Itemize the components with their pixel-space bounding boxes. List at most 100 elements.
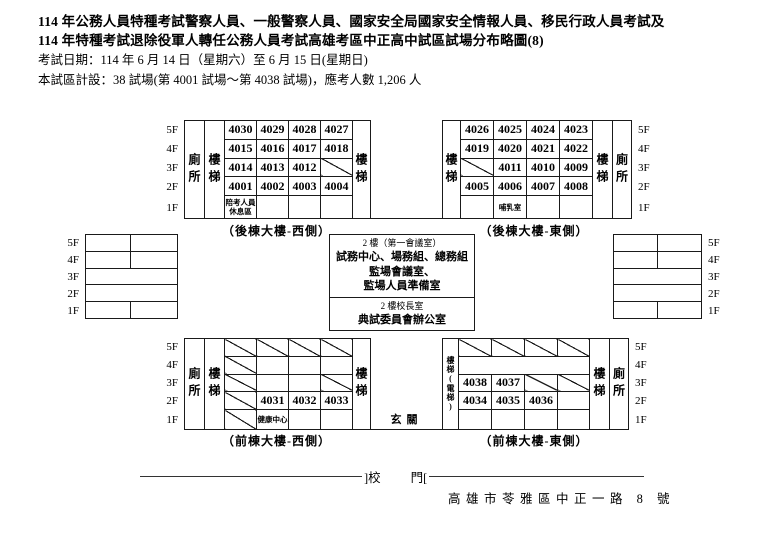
floor-label: 3F: [638, 161, 650, 174]
empty-cell: [657, 250, 702, 269]
exam-room-cell: 4029: [256, 120, 289, 140]
floor-label: 2F: [638, 180, 650, 193]
gate-label-right: 門[: [410, 471, 428, 485]
floor-label: 1F: [67, 304, 79, 317]
no-room-cell: [320, 157, 353, 178]
stair-elevator-cell: 樓梯(電梯): [442, 338, 459, 430]
exam-room-cell: 4007: [526, 176, 560, 197]
exam-room-cell: 4006: [493, 176, 527, 197]
stair-cell: 樓梯: [204, 338, 225, 430]
exam-room-cell: 4030: [224, 120, 257, 140]
floor-label: 5F: [67, 236, 79, 249]
principal-office-header: 2 樓校長室: [380, 300, 424, 311]
no-room-cell: [491, 338, 525, 357]
no-room-cell: [320, 338, 353, 357]
floor-label: 5F: [638, 123, 650, 136]
exam-room-cell: 4008: [559, 176, 593, 197]
stair-cell: 樓梯: [592, 120, 613, 219]
empty-cell: [613, 301, 658, 319]
floor-label: 2F: [67, 287, 79, 300]
rear-west-building: 廁所 樓梯 4030 4029 4028 4027 樓梯 4015 4016 4…: [184, 120, 371, 219]
empty-cell: [657, 301, 702, 319]
front-west-building: 廁所 樓梯 樓梯 4031: [184, 338, 371, 430]
exam-room-cell: 4027: [320, 120, 353, 140]
no-room-cell: [320, 373, 353, 393]
exam-room-cell: 4033: [320, 391, 353, 411]
exam-room-cell: 4015: [224, 138, 257, 159]
front-building-structure: 5F 4F 3F 2F 1F 廁所 樓梯 樓梯: [164, 338, 649, 430]
no-room-cell: [460, 157, 494, 178]
rest-area-label: 陪考人員: [225, 198, 256, 208]
empty-cell: [491, 409, 525, 430]
empty-cell: [557, 409, 590, 430]
principal-office-line: 典試委員會辦公室: [358, 313, 446, 326]
front-west-floor-labels: 5F 4F 3F 2F 1F: [164, 338, 182, 430]
empty-cell: [559, 195, 593, 219]
empty-cell: [85, 301, 131, 319]
title-line-1: 114 年公務人員特種考試警察人員、一般警察人員、國家安全局國家安全情報人員、移…: [38, 14, 665, 29]
nursing-room-cell: 哺乳室: [493, 195, 527, 219]
no-room-cell: [288, 338, 321, 357]
stair-cell: 樓梯: [442, 120, 461, 219]
no-room-cell: [458, 338, 492, 357]
title-line-2: 114 年特種考試退除役軍人轉任公務人員考試高雄考區中正高中試區試場分布略圖(8…: [38, 33, 544, 48]
floor-label: 4F: [166, 359, 178, 371]
no-room-cell: [224, 355, 257, 375]
meeting-room-header: 2 樓（第一會議室）: [362, 238, 442, 248]
nursing-room-label: 哺乳室: [498, 202, 522, 212]
empty-cell: [320, 409, 353, 430]
exam-room-cell: 4024: [526, 120, 560, 140]
empty-cell: [85, 250, 131, 269]
stair-cell: 樓梯: [204, 120, 225, 219]
exam-room-cell: 4038: [458, 373, 492, 393]
exam-room-cell: 4002: [256, 176, 289, 197]
meeting-room-section: 2 樓（第一會議室） 試務中心、場務組、總務組 監場會議室、 監場人員準備室: [329, 234, 475, 298]
empty-cell: [320, 195, 353, 219]
exam-room-cell: 4035: [491, 391, 525, 411]
empty-cell: [657, 234, 702, 252]
empty-cell: [460, 195, 494, 219]
middle-left-grid: [85, 234, 178, 319]
empty-cell: [613, 234, 658, 252]
front-hall: 玄關: [371, 338, 442, 430]
exam-room-cell: 4028: [288, 120, 321, 140]
meeting-room-line: 監場人員準備室: [363, 280, 441, 292]
no-room-cell: [224, 409, 257, 430]
front-east-floor-labels: 5F 4F 3F 2F 1F: [631, 338, 649, 430]
exam-room-cell: 4005: [460, 176, 494, 197]
principal-office-section: 2 樓校長室 典試委員會辦公室: [329, 297, 475, 331]
floor-label: 4F: [635, 359, 647, 371]
empty-cell: [130, 301, 178, 319]
no-room-cell: [224, 338, 257, 357]
exam-room-cell: 4016: [256, 138, 289, 159]
floor-label: 4F: [708, 253, 720, 266]
no-room-cell: [224, 373, 257, 393]
floor-label: 2F: [635, 395, 647, 407]
middle-left-floor-labels: 5F 4F 3F 2F 1F: [63, 234, 83, 319]
rear-hall: [371, 120, 442, 219]
meeting-room-line: 監場會議室、: [369, 265, 435, 278]
empty-cell: [288, 355, 321, 375]
admin-info-box: 2 樓（第一會議室） 試務中心、場務組、總務組 監場會議室、 監場人員準備室 2…: [329, 234, 475, 331]
rear-west-floor-labels: 5F 4F 3F 2F 1F: [164, 120, 182, 219]
floor-label: 3F: [67, 270, 79, 283]
exam-room-cell: 4001: [224, 176, 257, 197]
exam-room-cell: 4031: [256, 391, 289, 411]
no-room-cell: [557, 373, 590, 393]
floor-label: 3F: [166, 161, 178, 174]
empty-cell: [85, 267, 178, 286]
stair-cell: 樓梯: [352, 120, 371, 219]
middle-right-grid-block: 5F 4F 3F 2F 1F: [613, 234, 724, 319]
middle-right-grid: [613, 234, 702, 319]
front-west-caption: （前棟大樓-西側）: [222, 434, 331, 448]
empty-cell: [130, 234, 178, 252]
floor-label: 1F: [638, 201, 650, 214]
empty-cell: [256, 355, 289, 375]
exam-room-cell: 4012: [288, 157, 321, 178]
floor-label: 3F: [166, 377, 178, 389]
empty-cell: [526, 195, 560, 219]
empty-cell: [557, 391, 590, 411]
empty-cell: [130, 250, 178, 269]
empty-floor-cell: [458, 355, 590, 375]
